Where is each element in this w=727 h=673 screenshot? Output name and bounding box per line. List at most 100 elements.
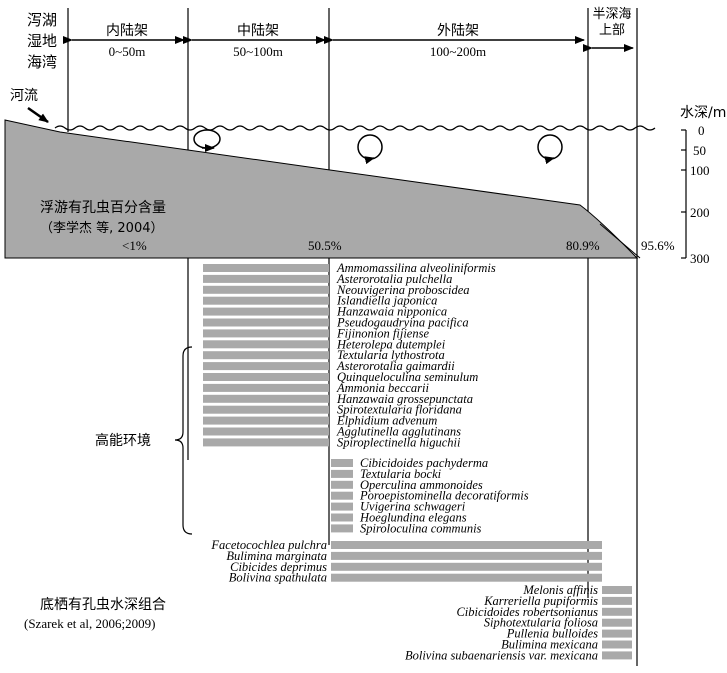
species-bar xyxy=(203,383,329,392)
benthic-source: (Szarek et al, 2006;2009) xyxy=(24,616,155,631)
species-bar xyxy=(203,416,329,425)
species-bar xyxy=(602,607,632,616)
species-name: Heterolepa dutemplei xyxy=(336,337,446,351)
species-bar xyxy=(331,480,353,489)
upper-slope-line1: 半深海 xyxy=(592,7,631,22)
upper-slope-line2: 上部 xyxy=(599,23,625,38)
middle-shelf-name: 中陆架 xyxy=(237,23,279,39)
planktonic-value-inner: <1% xyxy=(122,238,147,253)
outer-shelf-name: 外陆架 xyxy=(437,23,479,39)
species-name: Karreriella pupiformis xyxy=(483,594,598,608)
depth-axis-title: 水深/m xyxy=(680,105,726,121)
species-name: Poroepistominella decoratiformis xyxy=(359,489,529,503)
species-bar xyxy=(331,541,602,549)
species-bar xyxy=(331,573,602,582)
circulation-cell-outer-2 xyxy=(537,134,563,165)
species-name: Hoeglundina elegans xyxy=(359,511,467,525)
species-name: Uvigerina schwageri xyxy=(360,500,466,514)
species-name: Hanzawaia grossepunctata xyxy=(336,392,473,406)
species-name: Bolivina subaenariensis var. mexicana xyxy=(405,648,598,662)
planktonic-title: 浮游有孔虫百分含量 xyxy=(40,200,166,216)
species-bar xyxy=(602,586,632,594)
depth-tick-100: 100 xyxy=(690,163,710,178)
species-bar xyxy=(203,285,329,294)
planktonic-value-slope: 95.6% xyxy=(641,238,675,253)
species-name: Hanzawaia nipponica xyxy=(336,305,447,319)
svg-text:泻湖: 泻湖 xyxy=(27,11,57,29)
species-bar xyxy=(602,629,632,638)
species-bar xyxy=(331,562,602,571)
species-name: Agglutinella agglutinans xyxy=(336,425,461,439)
sea-surface xyxy=(54,125,656,131)
species-name: Siphotextularia foliosa xyxy=(484,616,598,630)
species-name: Elphidium advenum xyxy=(336,414,437,428)
species-bar xyxy=(203,264,329,272)
species-bar xyxy=(203,351,329,360)
species-bar xyxy=(203,362,329,371)
species-bar xyxy=(203,329,329,338)
depth-tick-0: 0 xyxy=(698,123,705,138)
high-energy-label: 高能环境 xyxy=(95,432,151,449)
species-name: Cibicidoides pachyderma xyxy=(360,456,488,470)
species-bar xyxy=(203,274,329,283)
depth-axis-ticks xyxy=(681,129,686,259)
species-name: Bulimina mexicana xyxy=(501,638,598,652)
species-bar xyxy=(331,502,353,511)
species-name: Textularia lythostrota xyxy=(337,348,445,362)
species-name: Ammomassilina alveoliniformis xyxy=(336,261,496,275)
species-bar xyxy=(203,394,329,403)
circulation-cell-outer-1 xyxy=(357,134,383,165)
inner-shelf-name: 内陆架 xyxy=(106,23,148,39)
species-name: Asterorotalia pulchella xyxy=(336,272,452,286)
species-bar xyxy=(203,438,329,447)
species-name: Fijinonion fijiense xyxy=(336,326,429,340)
outer-shelf-range: 100~200m xyxy=(430,44,486,59)
river-label: 河流 xyxy=(10,88,38,104)
middle-shelf-range: 50~100m xyxy=(233,44,283,59)
species-name: Bulimina marginata xyxy=(226,549,327,563)
species-name: Quinqueloculina seminulum xyxy=(337,370,478,384)
planktonic-value-middle: 50.5% xyxy=(308,238,342,253)
species-bar xyxy=(331,469,353,478)
species-name: Ammonia beccarii xyxy=(336,381,430,395)
species-name: Asterorotalia gaimardii xyxy=(336,359,455,373)
svg-text:海湾: 海湾 xyxy=(27,53,57,71)
planktonic-value-outer: 80.9% xyxy=(566,238,600,253)
species-name: Cibicides deprimus xyxy=(230,560,327,574)
depth-tick-300: 300 xyxy=(690,251,710,266)
species-name: Melonis affinis xyxy=(522,583,598,597)
species-name: Operculina ammonoides xyxy=(360,478,483,492)
inner-shelf-range: 0~50m xyxy=(109,44,146,59)
species-bar xyxy=(331,513,353,522)
seafloor-profile xyxy=(4,119,639,259)
high-energy-brace xyxy=(174,346,193,535)
species-bar xyxy=(602,596,632,605)
species-bar xyxy=(602,618,632,627)
species-name: Spiroplectinella higuchii xyxy=(337,435,461,449)
species-bar xyxy=(203,307,329,316)
species-bar xyxy=(203,340,329,349)
species-name: Neouvigerina proboscidea xyxy=(336,283,470,297)
species-layer: Ammomassilina alveoliniformisAsterorotal… xyxy=(203,261,632,662)
species-bar xyxy=(602,640,632,649)
species-name: Spirotextularia floridana xyxy=(337,403,462,417)
depth-tick-200: 200 xyxy=(690,205,710,220)
species-bar xyxy=(203,373,329,381)
species-name: Cibicidoides robertsonianus xyxy=(456,605,598,619)
benthic-title: 底栖有孔虫水深组合 xyxy=(40,597,166,613)
svg-text:湿地: 湿地 xyxy=(27,32,57,50)
species-name: Bolivina spathulata xyxy=(229,571,327,585)
species-name: Islandiella japonica xyxy=(336,294,437,308)
river-arrow xyxy=(27,106,49,124)
species-name: Spiroloculina communis xyxy=(360,521,482,535)
depth-tick-50: 50 xyxy=(693,143,706,158)
species-bar xyxy=(203,296,329,305)
species-bar xyxy=(203,318,329,327)
species-name: Facetocochlea pulchra xyxy=(210,538,327,552)
species-bar xyxy=(331,491,353,500)
species-bar xyxy=(602,651,632,660)
species-name: Pullenia bulloides xyxy=(506,627,598,641)
species-bar xyxy=(331,551,602,560)
species-bar xyxy=(331,524,353,533)
